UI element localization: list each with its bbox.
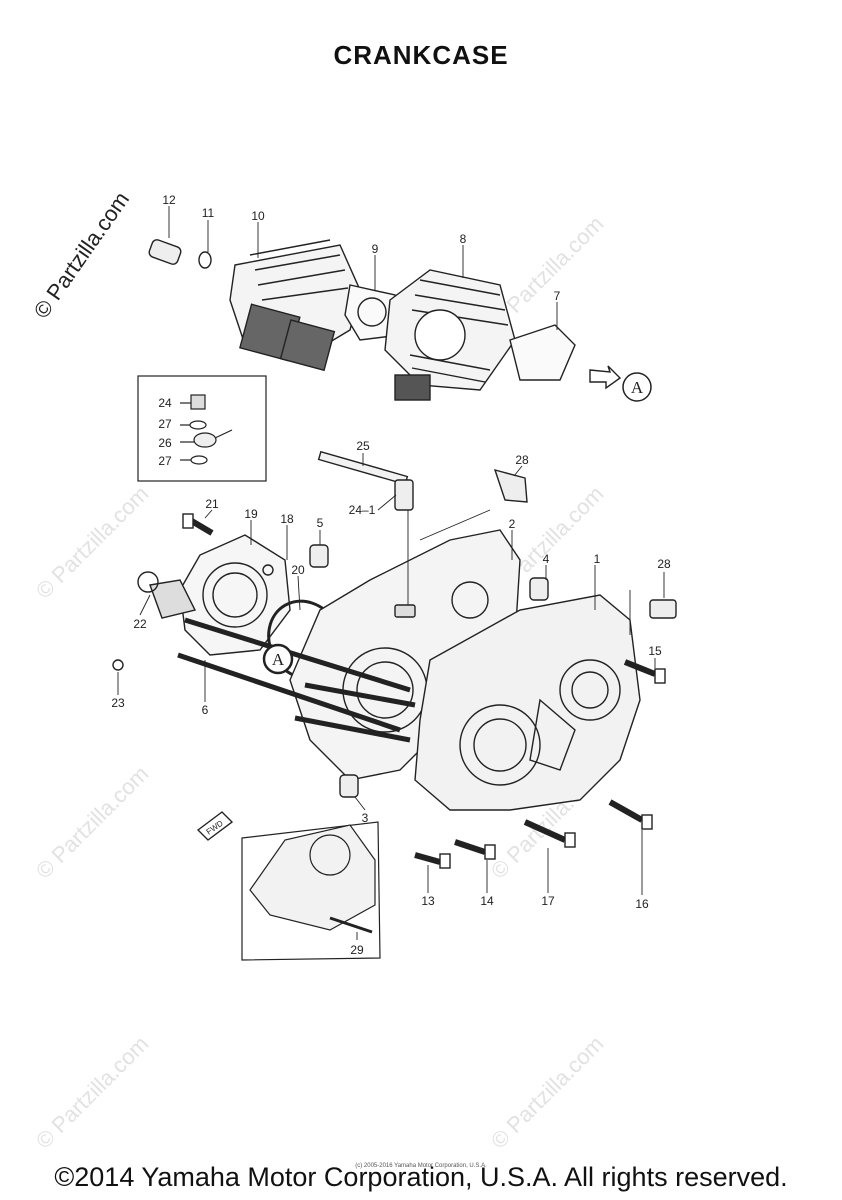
leader-lines bbox=[117, 206, 665, 940]
fitting-28-top bbox=[493, 468, 528, 503]
watermark-main: © Partzilla.com bbox=[29, 187, 135, 323]
small-copyright-note: (c) 2005-2016 Yamaha Motor Corporation, … bbox=[355, 1163, 487, 1169]
svg-text:A: A bbox=[631, 378, 644, 397]
o-ring-22 bbox=[137, 571, 159, 593]
callout-3: 3 bbox=[362, 811, 369, 825]
bolt-14 bbox=[454, 839, 496, 860]
stud-bolt bbox=[294, 715, 411, 743]
callout-2: 2 bbox=[509, 517, 516, 531]
callout-21: 21 bbox=[205, 497, 219, 511]
crankcase-half-right bbox=[414, 594, 641, 811]
inset-fitting-detail bbox=[137, 375, 267, 482]
callout-28b: 28 bbox=[657, 557, 671, 571]
reference-marker-mid: A bbox=[262, 643, 294, 675]
callout-17: 17 bbox=[541, 894, 555, 908]
watermark: © Partzilla.com bbox=[486, 1031, 609, 1154]
stud-bolt bbox=[177, 652, 401, 733]
dowel-pin bbox=[148, 239, 182, 265]
callout-19: 19 bbox=[244, 507, 258, 521]
bolt-21 bbox=[182, 513, 214, 536]
callout-1: 1 bbox=[594, 552, 601, 566]
svg-text:A: A bbox=[272, 650, 285, 669]
callout-8: 8 bbox=[460, 232, 467, 246]
callout-10: 10 bbox=[251, 209, 265, 223]
callout-25: 25 bbox=[356, 439, 370, 453]
callout-13: 13 bbox=[421, 894, 435, 908]
reference-marker-top: A bbox=[622, 372, 652, 402]
stud-bolt bbox=[304, 682, 416, 708]
fitting-28-right bbox=[649, 599, 677, 619]
footer-copyright: ©2014 Yamaha Motor Corporation, U.S.A. A… bbox=[54, 1162, 788, 1192]
callout-27b: 27 bbox=[158, 454, 172, 468]
callout-16: 16 bbox=[635, 897, 649, 911]
arrow-to-marker bbox=[589, 365, 622, 390]
callout-20: 20 bbox=[291, 563, 305, 577]
callout-22: 22 bbox=[133, 617, 147, 631]
callout-23: 23 bbox=[111, 696, 125, 710]
watermark: © Partzilla.com bbox=[31, 1031, 154, 1154]
bolt-17 bbox=[523, 819, 576, 848]
callout-11: 11 bbox=[202, 206, 215, 220]
callout-27a: 27 bbox=[158, 417, 172, 431]
watermark: © Partzilla.com bbox=[31, 481, 154, 604]
dowel-3 bbox=[339, 774, 359, 798]
washer bbox=[198, 251, 212, 269]
cylinder-gasket bbox=[344, 284, 401, 341]
callout-6: 6 bbox=[202, 703, 209, 717]
callout-24-1: 24–1 bbox=[349, 503, 376, 517]
callout-9: 9 bbox=[372, 242, 379, 256]
forward-direction-arrow: FWD bbox=[196, 811, 234, 841]
o-ring-23 bbox=[112, 659, 124, 671]
callout-15: 15 bbox=[648, 644, 662, 658]
dowel-4 bbox=[529, 577, 549, 601]
callout-12: 12 bbox=[162, 193, 176, 207]
crankcase-assembly bbox=[112, 450, 677, 869]
callout-18: 18 bbox=[280, 512, 294, 526]
bolt-15 bbox=[623, 659, 666, 684]
callout-14: 14 bbox=[480, 894, 494, 908]
callout-4: 4 bbox=[543, 552, 550, 566]
callout-26: 26 bbox=[158, 436, 172, 450]
bolt-16 bbox=[608, 799, 653, 830]
callout-7: 7 bbox=[554, 289, 561, 303]
stud-bolt bbox=[184, 617, 411, 693]
page-title: CRANKCASE bbox=[333, 40, 509, 70]
callout-29: 29 bbox=[350, 943, 364, 957]
callout-labels: 12 11 10 9 8 7 24 27 26 27 25 28 24–1 21… bbox=[111, 193, 671, 957]
callout-28a: 28 bbox=[515, 453, 529, 467]
inset-case-detail bbox=[241, 821, 381, 961]
watermark: © Partzilla.com bbox=[31, 761, 154, 884]
dowel-5 bbox=[309, 544, 329, 568]
cylinder-assembly bbox=[148, 239, 622, 401]
callout-24: 24 bbox=[158, 396, 172, 410]
exhaust-gasket bbox=[509, 324, 576, 381]
bolt-13 bbox=[414, 852, 451, 869]
callout-5: 5 bbox=[317, 516, 324, 530]
